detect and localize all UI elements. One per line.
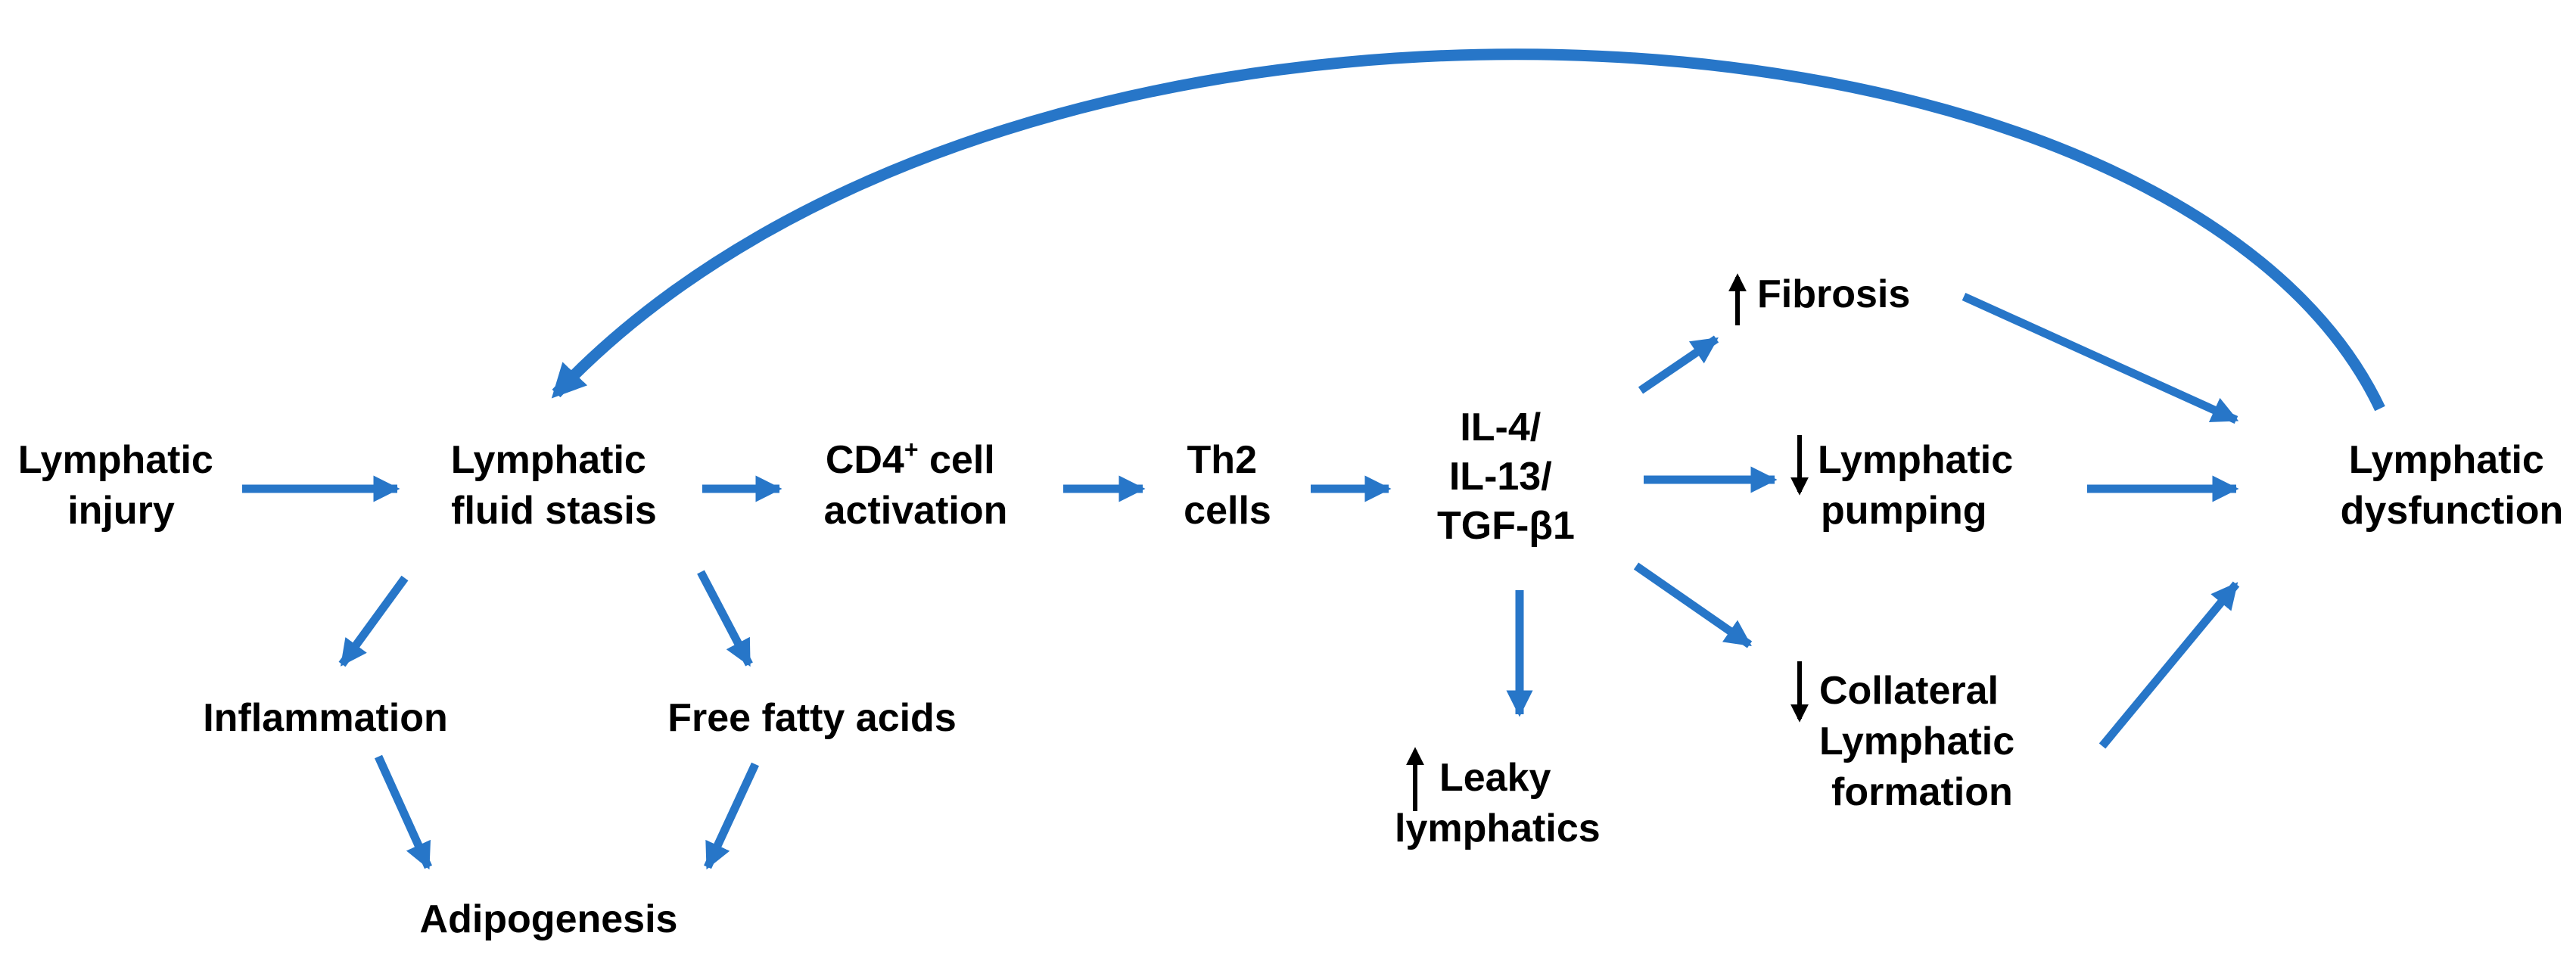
node-leaky-lymphatics: Leaky lymphatics bbox=[1395, 756, 1601, 850]
feedback-arrow bbox=[551, 48, 2385, 412]
node-lymphatic-injury-line1: Lymphatic bbox=[18, 438, 213, 482]
node-collateral-line3: formation bbox=[1831, 770, 2013, 814]
node-lymphatic-dysfunction: Lymphatic dysfunction bbox=[2341, 438, 2564, 533]
node-free-fatty-acids: Free fatty acids bbox=[667, 696, 957, 740]
node-inflammation: Inflammation bbox=[203, 696, 448, 740]
node-fluid-stasis-line2: fluid stasis bbox=[451, 489, 657, 533]
arrow-fibrosis-to-dysfunction bbox=[1962, 292, 2239, 424]
node-cytokines-line1: IL-4/ bbox=[1460, 406, 1541, 449]
arrow-collateral-to-dysfunction bbox=[2098, 581, 2240, 749]
node-lymphatic-injury: Lymphatic injury bbox=[18, 438, 225, 533]
node-cd4-activation: CD4+ cell activation bbox=[824, 436, 1008, 533]
arrow-cytokines-to-fibrosis bbox=[1638, 335, 1719, 394]
node-leaky-line2: lymphatics bbox=[1395, 807, 1601, 850]
cd4-superscript: + bbox=[904, 436, 919, 463]
node-cytokines-line2: IL-13/ bbox=[1449, 455, 1552, 499]
node-pumping-line1: Lymphatic bbox=[1818, 438, 2013, 482]
node-lymphatic-injury-line2: injury bbox=[67, 489, 175, 533]
node-cd4-line1: CD4+ cell bbox=[826, 436, 995, 482]
node-dysfunction-line2: dysfunction bbox=[2341, 489, 2564, 533]
node-dysfunction-line1: Lymphatic bbox=[2349, 438, 2544, 482]
arrow-cytokines-to-collateral bbox=[1633, 562, 1753, 648]
node-th2-line2: cells bbox=[1184, 489, 1271, 533]
node-fluid-stasis: Lymphatic fluid stasis bbox=[451, 438, 658, 533]
node-lymphatic-pumping: Lymphatic pumping bbox=[1818, 438, 2024, 533]
arrow-ffa-to-adipogenesis bbox=[704, 762, 759, 870]
node-fluid-stasis-line1: Lymphatic bbox=[451, 438, 646, 482]
node-cytokines-line3: TGF-β1 bbox=[1437, 504, 1575, 548]
node-cytokines: IL-4/ IL-13/ TGF-β1 bbox=[1437, 406, 1575, 548]
node-pumping-line2: pumping bbox=[1821, 489, 1987, 533]
node-adipogenesis: Adipogenesis bbox=[420, 897, 678, 941]
node-collateral-line1: Collateral bbox=[1819, 669, 1999, 713]
node-th2-line1: Th2 bbox=[1187, 438, 1257, 482]
node-leaky-line1: Leaky bbox=[1439, 756, 1551, 800]
cd4-cell-text: cell bbox=[919, 438, 995, 482]
arrow-inflammation-to-adipogenesis bbox=[374, 754, 433, 870]
cd4-text: CD4 bbox=[826, 438, 904, 482]
node-collateral-line2: Lymphatic bbox=[1819, 720, 2014, 763]
node-fibrosis: Fibrosis bbox=[1757, 272, 1910, 316]
arrow-stasis-to-ffa bbox=[697, 570, 753, 667]
node-collateral-formation: Collateral Lymphatic formation bbox=[1819, 669, 2026, 814]
node-cd4-line2: activation bbox=[824, 489, 1008, 533]
arrow-stasis-to-inflammation bbox=[338, 575, 409, 667]
node-th2-cells: Th2 cells bbox=[1184, 438, 1271, 533]
